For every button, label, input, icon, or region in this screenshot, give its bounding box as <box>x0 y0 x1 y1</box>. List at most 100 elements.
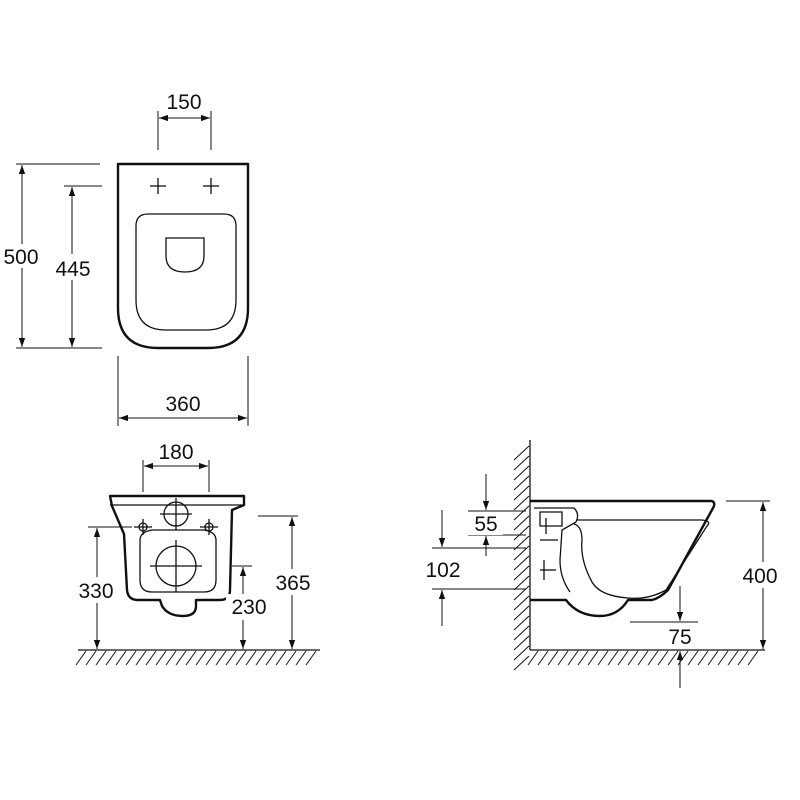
hatch-line <box>513 635 530 651</box>
side-view-trap <box>534 507 579 593</box>
hatch-line <box>185 650 197 666</box>
hatch-line <box>607 650 619 666</box>
hatch-line <box>513 555 530 571</box>
hatch-line <box>647 650 659 666</box>
hatch-line <box>513 525 530 541</box>
top-view-seat <box>135 213 237 331</box>
side-floor <box>527 649 765 666</box>
hatch-line <box>285 650 297 666</box>
hatch-line <box>513 515 530 531</box>
hatch-line <box>597 650 609 666</box>
top-view-bowl-opening <box>165 237 205 273</box>
hatch-line <box>617 650 629 666</box>
dim-label-500: 500 <box>3 246 38 269</box>
hatch-line <box>747 650 759 666</box>
hatch-line <box>205 650 217 666</box>
hatch-line <box>513 455 530 471</box>
front-fixing-point-icon <box>134 519 218 535</box>
dim-top-width-total: 360 <box>117 356 249 426</box>
hatch-line <box>513 595 530 611</box>
hatch-line <box>627 650 639 666</box>
hatch-line <box>135 650 147 666</box>
hatch-line <box>513 465 530 481</box>
hatch-line <box>697 650 709 666</box>
dim-label-230: 230 <box>231 596 266 619</box>
dim-front-height-outlet: 230 <box>226 565 274 649</box>
hatch-line <box>95 650 107 666</box>
dim-label-150: 150 <box>166 91 201 114</box>
hatch-line <box>155 650 167 666</box>
dim-top-width-fixing: 150 <box>157 91 212 150</box>
hatch-line <box>195 650 207 666</box>
outlet-icon <box>150 540 202 592</box>
dim-side-rim-height: 400 <box>726 500 786 649</box>
dim-top-length-total: 500 <box>0 163 100 349</box>
dim-side-floor-clearance: 75 <box>630 586 698 688</box>
dim-label-102: 102 <box>425 559 460 582</box>
hatch-line <box>513 505 530 521</box>
dim-side-pipe-offset: 55 <box>467 474 526 556</box>
hatch-line <box>75 650 87 666</box>
hatch-line <box>687 650 699 666</box>
hatch-line <box>513 545 530 561</box>
hatch-line <box>513 485 530 501</box>
hatch-line <box>737 650 749 666</box>
hatch-line <box>265 650 277 666</box>
dim-label-360: 360 <box>165 393 200 416</box>
front-view-bowl <box>139 529 217 593</box>
hatch-line <box>175 650 187 666</box>
hatch-line <box>513 655 530 671</box>
hatch-line <box>513 495 530 511</box>
dim-label-445: 445 <box>55 258 90 281</box>
hatch-line <box>305 650 317 666</box>
hatch-line <box>245 650 257 666</box>
hatch-line <box>295 650 307 666</box>
hatch-line <box>547 650 559 666</box>
hatch-line <box>513 445 530 461</box>
dim-top-length-seat: 445 <box>50 185 102 349</box>
dim-label-400: 400 <box>742 565 777 588</box>
hatch-line <box>707 650 719 666</box>
side-view-bowl-interior <box>573 519 710 599</box>
hatch-line <box>587 650 599 666</box>
dim-label-365: 365 <box>275 572 310 595</box>
hatch-line <box>275 650 287 666</box>
hatch-line <box>225 650 237 666</box>
hatch-line <box>513 565 530 581</box>
hatch-line <box>125 650 137 666</box>
hatch-line <box>637 650 649 666</box>
side-view: 55 102 400 75 <box>420 440 786 688</box>
hatch-line <box>165 650 177 666</box>
wall <box>513 440 531 671</box>
hatch-line <box>513 615 530 631</box>
front-floor <box>75 649 320 666</box>
dim-label-75: 75 <box>668 626 691 649</box>
hatch-line <box>513 625 530 641</box>
hatch-line <box>105 650 117 666</box>
hatch-line <box>85 650 97 666</box>
fixing-point-icon <box>150 178 219 194</box>
dim-label-330: 330 <box>78 580 113 603</box>
hatch-line <box>577 650 589 666</box>
hatch-line <box>667 650 679 666</box>
hatch-line <box>717 650 729 666</box>
top-view-outline <box>116 162 250 350</box>
hatch-line <box>513 475 530 491</box>
hatch-line <box>537 650 549 666</box>
hatch-line <box>513 645 530 661</box>
hatch-line <box>557 650 569 666</box>
dim-front-height-bottom: 330 <box>72 526 132 649</box>
dim-front-height-top: 365 <box>258 515 320 649</box>
hatch-line <box>145 650 157 666</box>
hatch-line <box>527 650 539 666</box>
hatch-line <box>513 585 530 601</box>
hatch-line <box>255 650 267 666</box>
front-view: 180 330 230 365 <box>72 441 320 666</box>
side-view-outline <box>530 499 716 618</box>
hatch-line <box>657 650 669 666</box>
hatch-line <box>567 650 579 666</box>
inlet-icon <box>160 498 192 530</box>
dim-front-width-fixing: 180 <box>142 441 210 492</box>
hatch-line <box>235 650 247 666</box>
